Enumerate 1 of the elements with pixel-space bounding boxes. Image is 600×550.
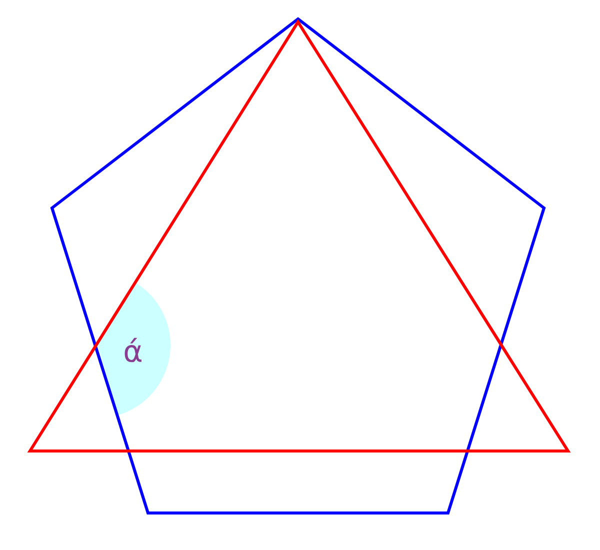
angle-label: ά: [124, 338, 142, 362]
